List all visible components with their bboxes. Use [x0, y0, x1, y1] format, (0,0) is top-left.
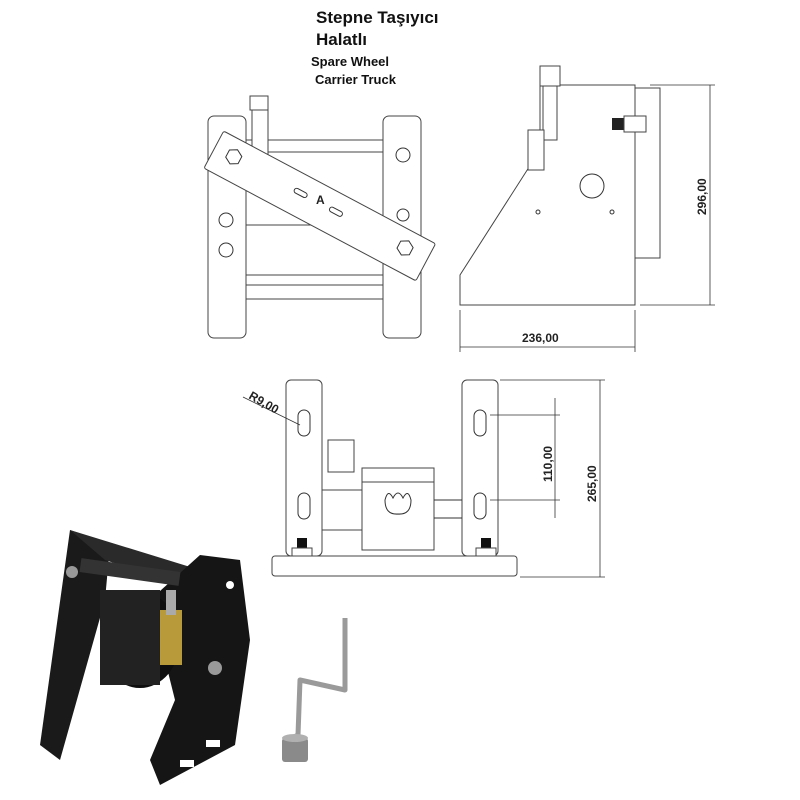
crank-handle: [282, 618, 348, 762]
side-width-dim: 236,00: [522, 331, 559, 345]
product-render: [40, 530, 250, 785]
bottom-height-dim: 265,00: [585, 465, 599, 502]
radius-dim: R9,00: [247, 388, 282, 416]
title-line-4: Carrier Truck: [315, 72, 396, 87]
section-label-a: A: [316, 193, 325, 207]
front-view: A: [204, 95, 436, 339]
title-line-1: Stepne Taşıyıcı: [316, 8, 439, 27]
side-view: 296,00 236,00: [459, 65, 715, 352]
title-line-3: Spare Wheel: [311, 54, 390, 69]
slot-spacing-dim: 110,00: [541, 446, 555, 482]
side-height-dim: 296,00: [695, 178, 709, 215]
title-line-2: Halatlı: [316, 30, 368, 49]
bottom-view: R9,00 110,00 265,00: [242, 379, 605, 578]
